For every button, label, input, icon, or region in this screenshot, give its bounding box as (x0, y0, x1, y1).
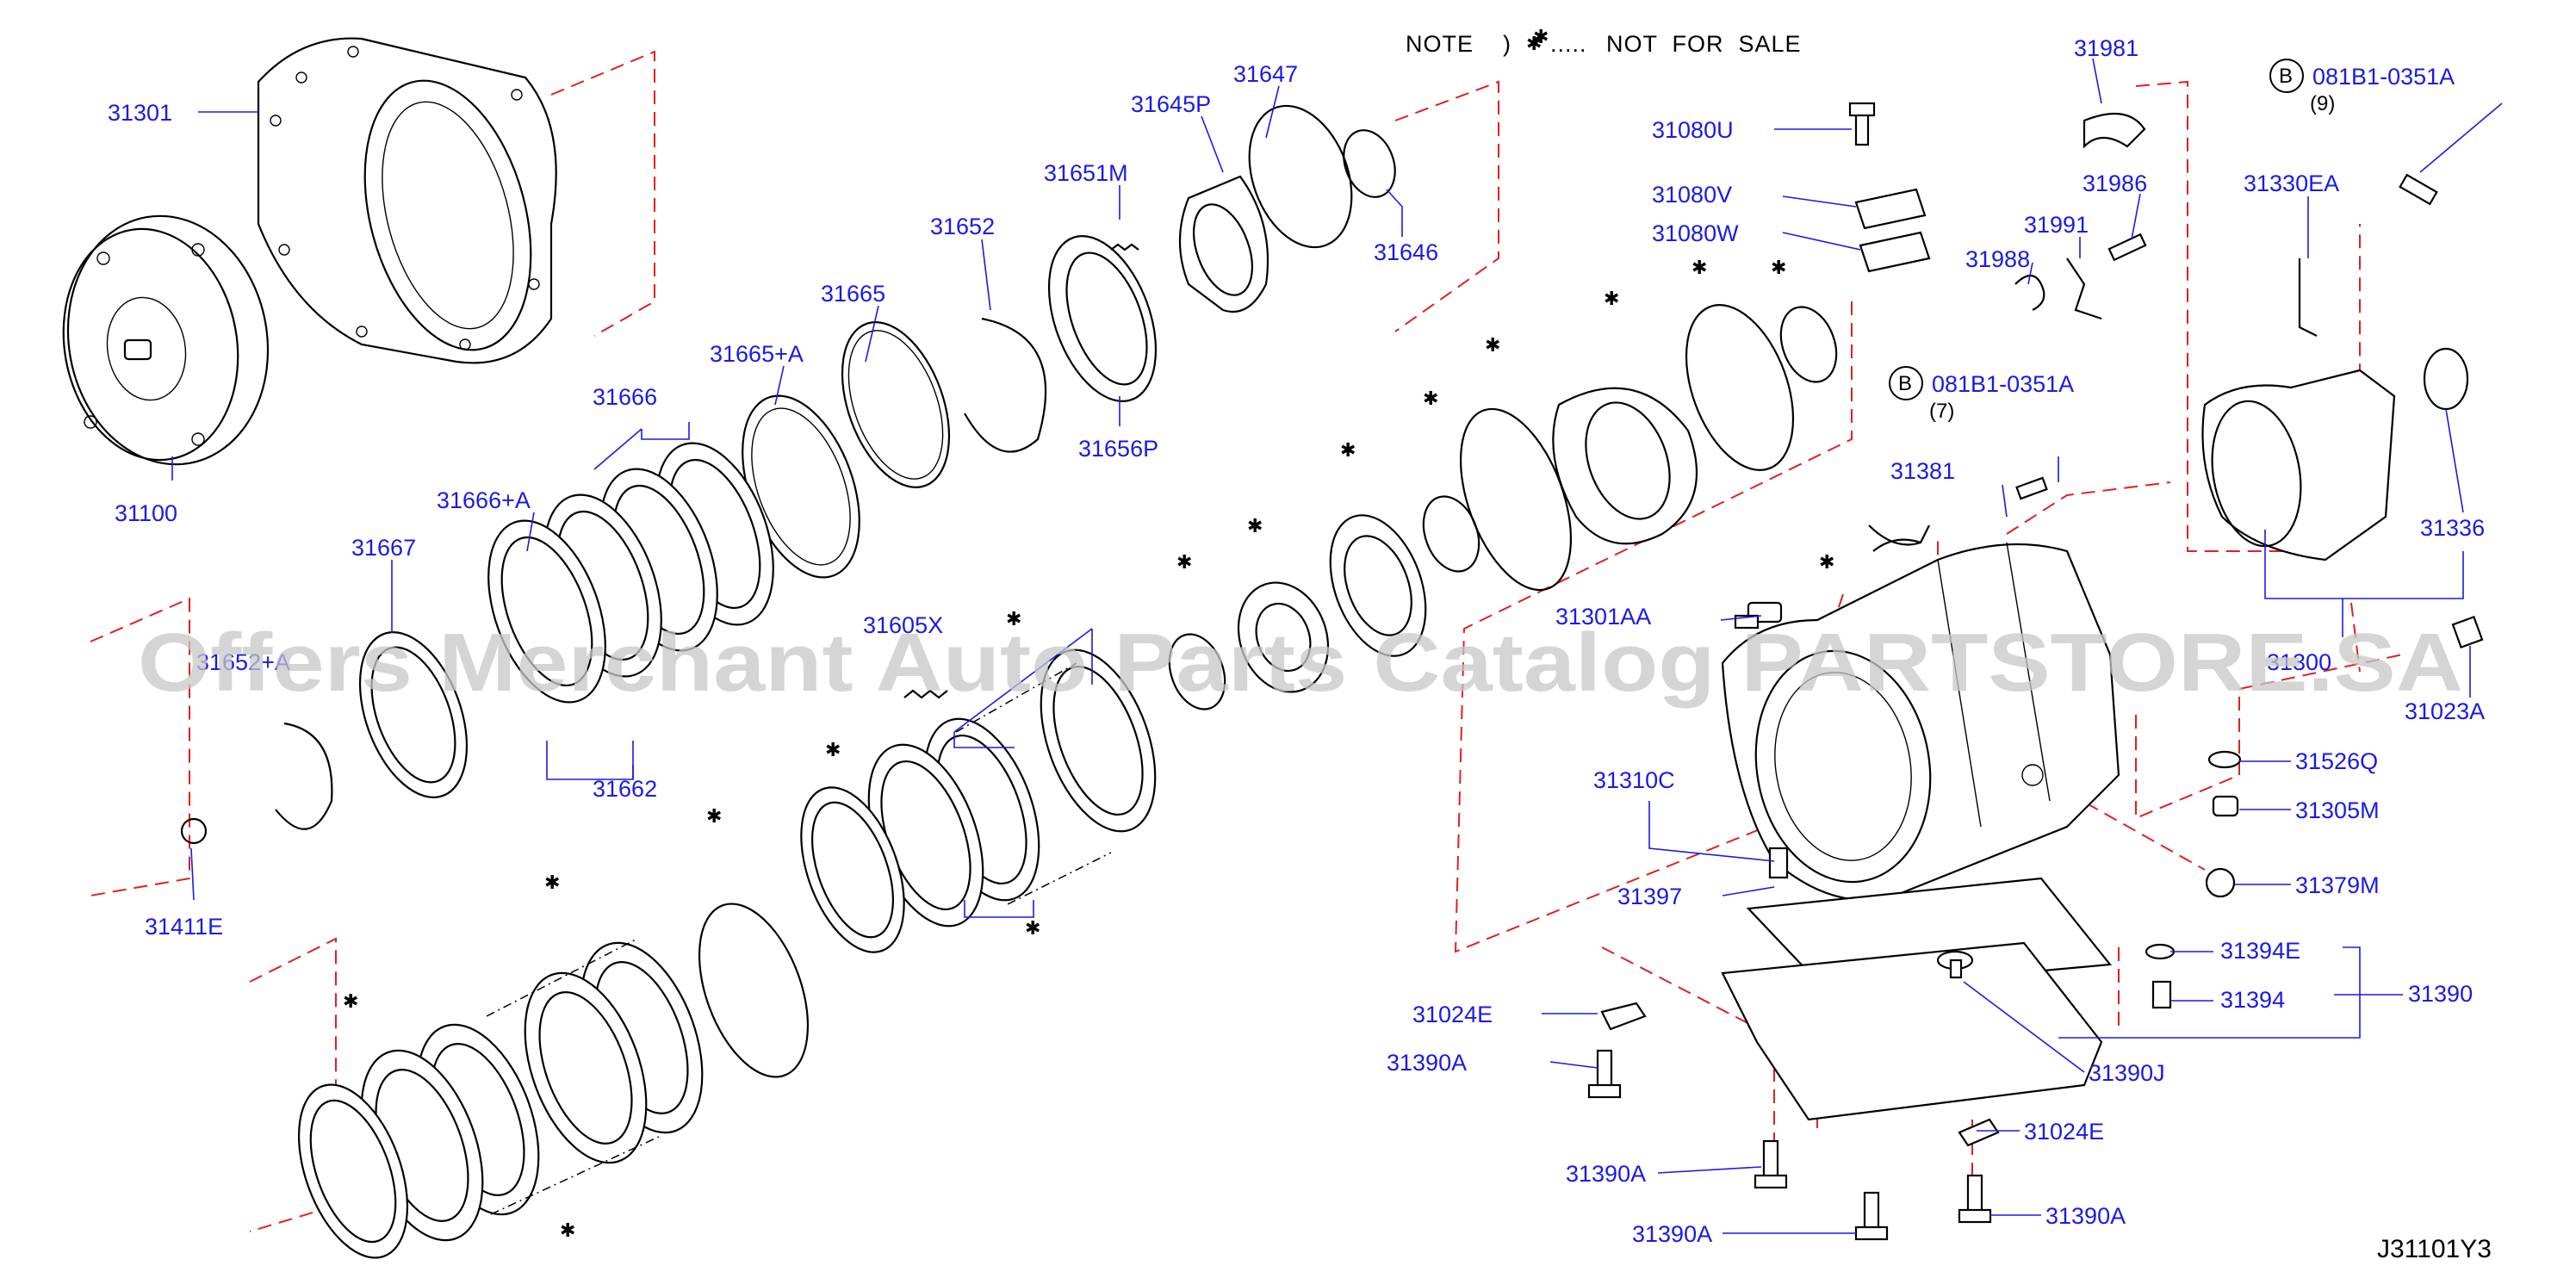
label-31023A[interactable]: 31023A (2405, 698, 2485, 724)
label-31662[interactable]: 31662 (593, 776, 657, 802)
svg-text:✱: ✱ (706, 806, 722, 828)
svg-text:✱: ✱ (343, 991, 358, 1013)
label-31305M[interactable]: 31305M (2295, 797, 2380, 823)
parts-upper-clutch-row (742, 104, 1396, 579)
part-31390-oil-pan (1721, 877, 2113, 1121)
label-31390[interactable]: 31390 (2408, 981, 2473, 1007)
bolt-ref-qty: (9) (2310, 92, 2335, 115)
svg-text:✱: ✱ (1819, 552, 1834, 574)
label-31330EA[interactable]: 31330EA (2244, 171, 2339, 196)
label-31651M[interactable]: 31651M (1044, 160, 1128, 186)
label-31390A-mid[interactable]: 31390A (1566, 1161, 1646, 1187)
svg-text:✱: ✱ (1485, 335, 1500, 357)
note-dots: ..... (1550, 31, 1587, 57)
part-31301-converter-housing (257, 37, 557, 364)
label-31390A-bottom[interactable]: 31390A (1632, 1221, 1712, 1247)
label-31988[interactable]: 31988 (1965, 246, 2030, 272)
parts-31666-clutch-pack (180, 442, 774, 845)
label-31301[interactable]: 31301 (108, 100, 172, 126)
label-31411E[interactable]: 31411E (145, 914, 223, 940)
bolt-ref-7: B 081B1-0351A (7) (1889, 366, 2074, 423)
label-31665-a[interactable]: 31665+A (710, 341, 804, 367)
watermark-text: Offers Merchant Auto Parts Catalog PARTS… (138, 617, 2463, 709)
label-31605X[interactable]: 31605X (863, 612, 943, 638)
bolt-ref-code: 081B1-0351A (2312, 64, 2455, 90)
bolt-ref-9: B 081B1-0351A (9) (2269, 59, 2455, 115)
label-31981[interactable]: 31981 (2074, 35, 2138, 61)
label-31080W[interactable]: 31080W (1652, 220, 1739, 246)
part-31300-transmission-case (1721, 524, 2120, 902)
label-31394E[interactable]: 31394E (2220, 938, 2300, 964)
note-prefix: NOTE (1406, 31, 1474, 57)
label-31647[interactable]: 31647 (1233, 61, 1298, 87)
label-31379M[interactable]: 31379M (2295, 872, 2380, 898)
svg-text:✱: ✱ (825, 740, 841, 761)
bolt-ref-code: 081B1-0351A (1932, 371, 2074, 397)
svg-text:✱: ✱ (1340, 440, 1356, 462)
label-31666-a[interactable]: 31666+A (437, 487, 531, 513)
svg-text:✱: ✱ (1771, 257, 1786, 279)
label-31656P[interactable]: 31656P (1078, 436, 1158, 462)
label-31526Q[interactable]: 31526Q (2295, 748, 2378, 774)
label-31390J[interactable]: 31390J (2089, 1060, 2165, 1086)
svg-text:✱: ✱ (1423, 388, 1438, 410)
part-extension-housing (2201, 173, 2469, 561)
label-31666[interactable]: 31666 (593, 384, 657, 410)
label-31397[interactable]: 31397 (1617, 884, 1682, 909)
label-31080U[interactable]: 31080U (1652, 117, 1734, 143)
label-31024E-right[interactable]: 31024E (2024, 1119, 2104, 1145)
note-header: NOTE ) ✱ ..... NOT FOR SALE (1406, 31, 1802, 57)
label-leaders (171, 58, 2503, 1234)
label-31390A-right[interactable]: 31390A (2045, 1203, 2126, 1229)
label-31024E-left[interactable]: 31024E (1412, 1002, 1493, 1027)
note-text: NOT FOR SALE (1606, 31, 1802, 57)
svg-text:✱: ✱ (1247, 516, 1263, 537)
bolt-ref-badge-icon (1889, 366, 1923, 400)
parts-middle-clutch-stack (800, 304, 1838, 953)
label-31645P[interactable]: 31645P (1131, 91, 1211, 117)
svg-text:✱: ✱ (1604, 288, 1619, 310)
label-31100[interactable]: 31100 (115, 500, 177, 526)
svg-text:✱: ✱ (1691, 257, 1707, 279)
bolt-ref-letter: B (2279, 65, 2293, 88)
bolt-ref-qty: (7) (1929, 400, 1954, 423)
label-31301AA[interactable]: 31301AA (1555, 604, 1651, 630)
parts-lower-clutch-stack (297, 903, 810, 1259)
diagram-code: J31101Y3 (2377, 1235, 2492, 1263)
parts-small-hardware (1587, 102, 2484, 1241)
svg-text:✱: ✱ (1025, 918, 1040, 940)
label-31667[interactable]: 31667 (351, 535, 416, 561)
svg-text:✱: ✱ (1176, 552, 1192, 574)
label-31652[interactable]: 31652 (930, 214, 995, 239)
label-31300[interactable]: 31300 (2267, 649, 2331, 675)
note-paren: ) (1503, 31, 1511, 57)
label-31652-a[interactable]: 31652+A (196, 649, 290, 675)
label-31336[interactable]: 31336 (2420, 515, 2485, 541)
svg-text:✱: ✱ (1533, 27, 1549, 48)
label-31991[interactable]: 31991 (2024, 212, 2089, 238)
not-for-sale-marks: ✱ ✱ ✱ ✱ ✱ ✱ ✱ ✱ ✱ ✱ ✱ ✱ ✱ ✱ ✱ ✱ ✱ (343, 27, 1834, 1242)
bolt-ref-letter: B (1898, 372, 1912, 395)
label-31310C[interactable]: 31310C (1593, 767, 1675, 793)
svg-text:✱: ✱ (544, 872, 560, 894)
svg-text:✱: ✱ (560, 1220, 575, 1242)
label-31080V[interactable]: 31080V (1652, 182, 1732, 208)
bolt-ref-badge-icon (2269, 59, 2304, 93)
label-31381[interactable]: 31381 (1890, 458, 1955, 484)
svg-text:✱: ✱ (1006, 609, 1021, 630)
label-31390A-left[interactable]: 31390A (1387, 1050, 1467, 1076)
not-for-sale-icon: ✱ (1526, 34, 1542, 55)
label-31394[interactable]: 31394 (2220, 987, 2285, 1013)
label-31646[interactable]: 31646 (1374, 239, 1438, 265)
part-31100-torque-converter (62, 214, 270, 466)
label-31665[interactable]: 31665 (821, 281, 885, 307)
part-labels: 31301 31100 31647 31645P 31646 31651M 31… (108, 35, 2485, 1247)
label-31986[interactable]: 31986 (2083, 171, 2147, 196)
